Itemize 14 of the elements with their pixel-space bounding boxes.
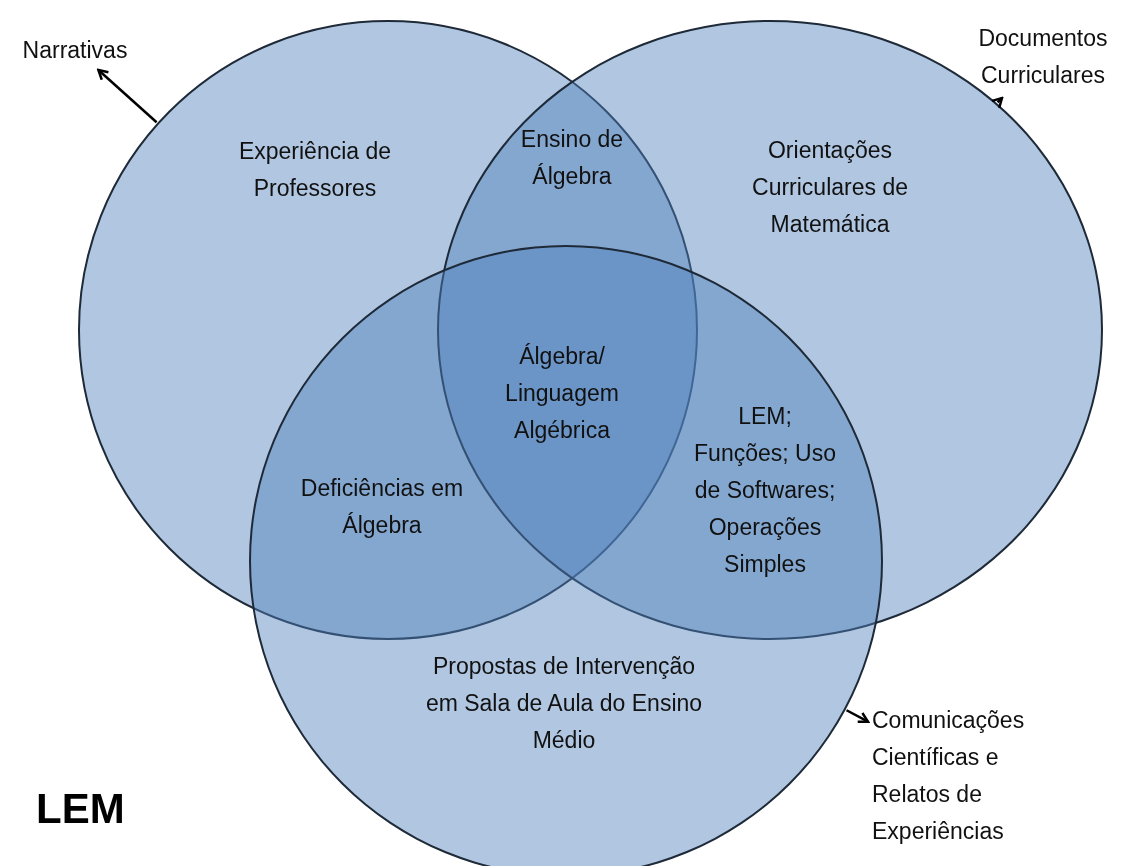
overlap-label: Ensino de Álgebra	[519, 125, 625, 191]
corner-title: LEM	[36, 785, 125, 833]
region-label: Narrativas	[21, 36, 129, 65]
arrow	[990, 96, 1004, 110]
region-label: Documentos Curriculares	[977, 24, 1109, 90]
region-label: Comunicações Científicas e Relatos de Experiências	[872, 706, 1026, 846]
arrow	[845, 709, 870, 724]
overlap-label: Deficiências em Álgebra	[299, 474, 465, 540]
arrow	[97, 68, 158, 124]
region-label: Orientações Curriculares de Matemática	[751, 136, 909, 239]
overlap-label: Álgebra/ Linguagem Algébrica	[504, 342, 620, 445]
region-label: Propostas de Intervenção em Sala de Aula do Ensino Médio	[424, 652, 704, 755]
region-label: Experiência de Professores	[237, 137, 393, 203]
overlap-label: LEM; Funções; Uso de Softwares; Operações Simples	[693, 402, 837, 579]
